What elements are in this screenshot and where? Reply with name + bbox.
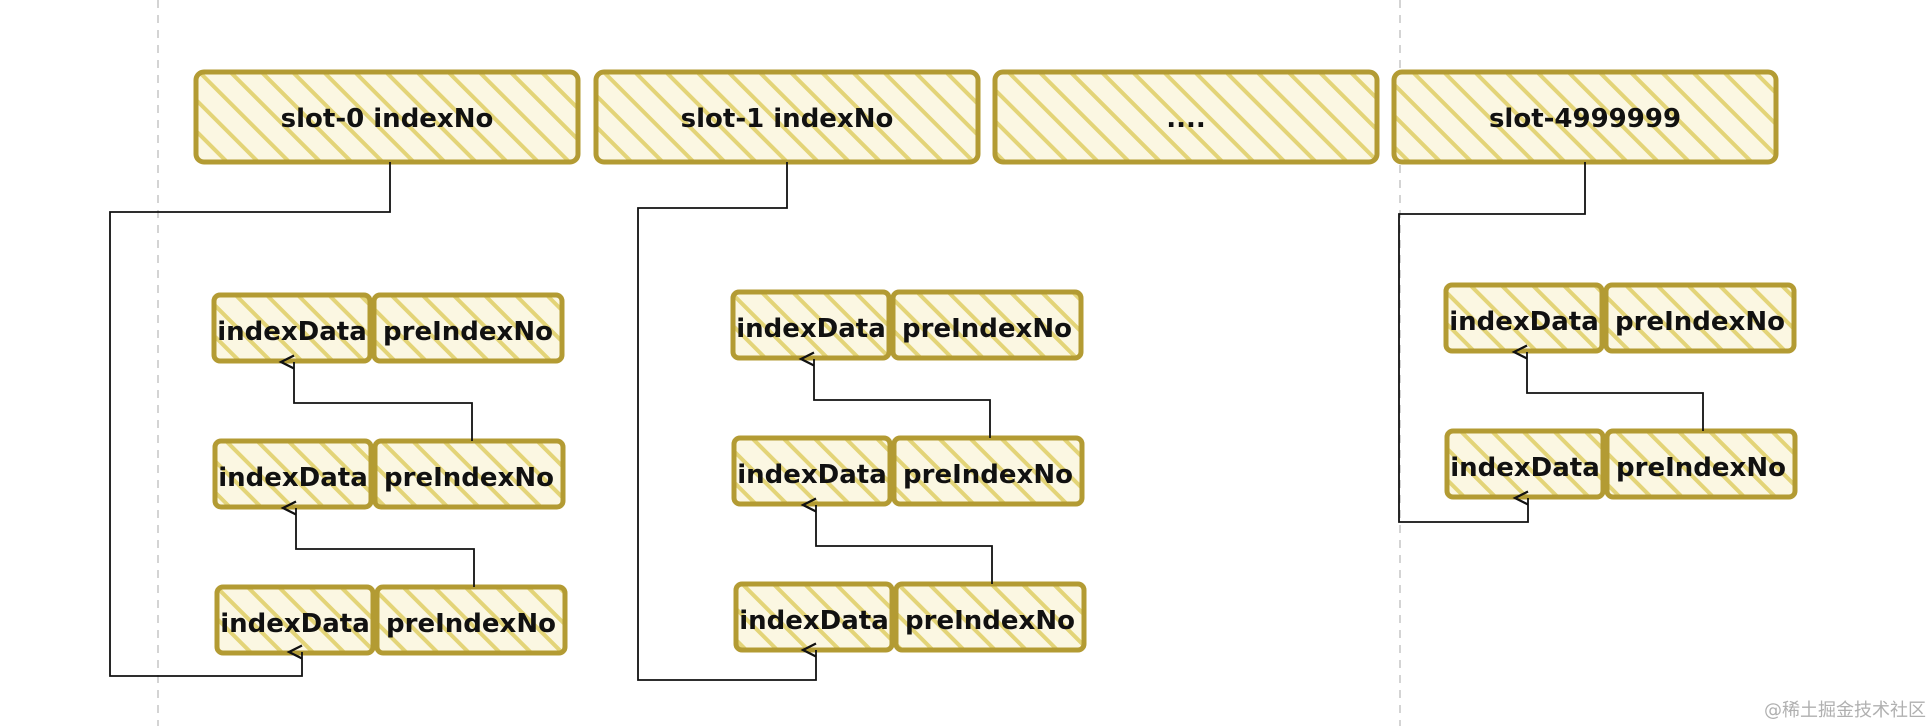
entry-col3-row2: indexData preIndexNo bbox=[1444, 428, 1798, 500]
pre-index-no-label: preIndexNo bbox=[1615, 307, 1785, 337]
slot-4999999-label: slot-4999999 bbox=[1489, 104, 1681, 134]
slot-ellipsis-label: .... bbox=[1166, 104, 1206, 134]
index-data-label: indexData bbox=[217, 317, 367, 347]
slot-0-box: slot-0 indexNo bbox=[193, 69, 581, 165]
index-data-label: indexData bbox=[736, 314, 886, 344]
entry-col2-row2: indexData preIndexNo bbox=[731, 435, 1085, 507]
connector-slot1-to-entry bbox=[637, 162, 817, 681]
entry-col1-row3: indexData preIndexNo bbox=[214, 584, 568, 656]
index-data-label: indexData bbox=[220, 609, 370, 639]
entry-col1-row1: indexData preIndexNo bbox=[211, 292, 565, 364]
connector-col1-row3-to-row2 bbox=[280, 500, 475, 587]
entry-col3-row1: indexData preIndexNo bbox=[1443, 282, 1797, 354]
index-data-label: indexData bbox=[737, 460, 887, 490]
connector-slot0-to-entry bbox=[109, 162, 391, 677]
pre-index-no-label: preIndexNo bbox=[902, 314, 1072, 344]
connector-col2-row3-to-row2 bbox=[800, 497, 993, 584]
pre-index-no-label: preIndexNo bbox=[903, 460, 1073, 490]
index-data-label: indexData bbox=[1450, 453, 1600, 483]
slot-1-label: slot-1 indexNo bbox=[681, 104, 894, 134]
pre-index-no-label: preIndexNo bbox=[386, 609, 556, 639]
index-data-label: indexData bbox=[218, 463, 368, 493]
connector-col1-row2-to-row1 bbox=[278, 354, 473, 441]
slot-0-label: slot-0 indexNo bbox=[281, 104, 494, 134]
pre-index-no-label: preIndexNo bbox=[383, 317, 553, 347]
pre-index-no-label: preIndexNo bbox=[905, 606, 1075, 636]
index-data-label: indexData bbox=[1449, 307, 1599, 337]
pre-index-no-label: preIndexNo bbox=[1616, 453, 1786, 483]
entry-col2-row3: indexData preIndexNo bbox=[733, 581, 1087, 653]
entry-col1-row2: indexData preIndexNo bbox=[212, 438, 566, 510]
connector-slot4999999-to-entry bbox=[1398, 162, 1586, 523]
connector-col3-row2-to-row1 bbox=[1511, 344, 1704, 431]
entry-col2-row1: indexData preIndexNo bbox=[730, 289, 1084, 361]
slot-ellipsis-box: .... bbox=[992, 69, 1380, 165]
index-data-label: indexData bbox=[739, 606, 889, 636]
watermark-text: @稀土掘金技术社区 bbox=[1764, 700, 1926, 721]
connector-col2-row2-to-row1 bbox=[798, 351, 991, 438]
slot-1-box: slot-1 indexNo bbox=[593, 69, 981, 165]
pre-index-no-label: preIndexNo bbox=[384, 463, 554, 493]
slot-4999999-box: slot-4999999 bbox=[1391, 69, 1779, 165]
